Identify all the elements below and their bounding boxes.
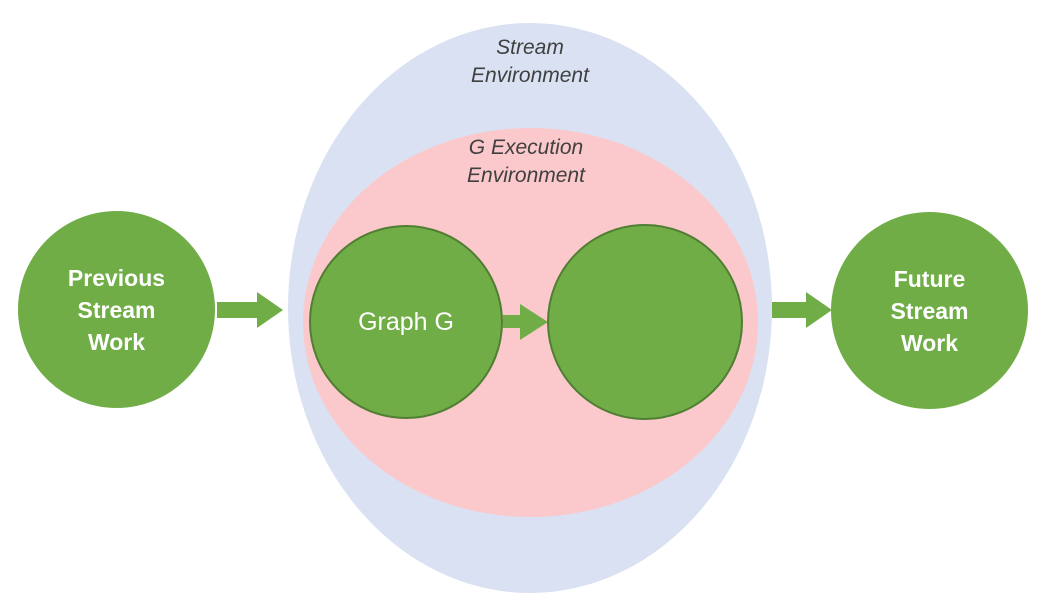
- graph-copy-node: [547, 224, 743, 420]
- graph-g-node: Graph G: [309, 225, 503, 419]
- arrow-shaft: [503, 315, 520, 328]
- future-stream-work-label-line3: Work: [900, 329, 959, 356]
- stream-environment-label-line2: Environment: [471, 64, 589, 87]
- stream-environment-label-line1: Stream: [496, 36, 564, 59]
- previous-stream-work-label: Previous Stream Work: [68, 262, 165, 358]
- arrow-previous-to-environment: [217, 292, 283, 328]
- future-stream-work-label-line1: Future: [893, 265, 966, 292]
- arrow-shaft: [217, 302, 257, 318]
- arrow-graph-to-copy: [503, 303, 548, 340]
- g-execution-environment-label-line1: G Execution: [468, 136, 584, 159]
- previous-stream-work-label-line1: Previous: [67, 264, 166, 291]
- g-execution-environment-label-line2: Environment: [467, 164, 585, 187]
- future-stream-work-node: Future Stream Work: [831, 212, 1028, 409]
- arrow-head-icon: [257, 292, 283, 328]
- previous-stream-work-label-line2: Stream: [77, 296, 156, 323]
- arrow-shaft: [772, 302, 806, 318]
- arrow-head-icon: [520, 303, 548, 340]
- previous-stream-work-label-line3: Work: [87, 328, 146, 355]
- future-stream-work-label-line2: Stream: [890, 297, 969, 324]
- future-stream-work-label: Future Stream Work: [891, 263, 969, 359]
- g-execution-environment-label: G Execution Environment: [421, 134, 631, 190]
- arrow-head-icon: [806, 292, 832, 328]
- stream-environment-label: Stream Environment: [425, 34, 635, 90]
- previous-stream-work-node: Previous Stream Work: [18, 211, 215, 408]
- graph-g-label: Graph G: [358, 307, 454, 336]
- arrow-environment-to-future: [772, 292, 832, 328]
